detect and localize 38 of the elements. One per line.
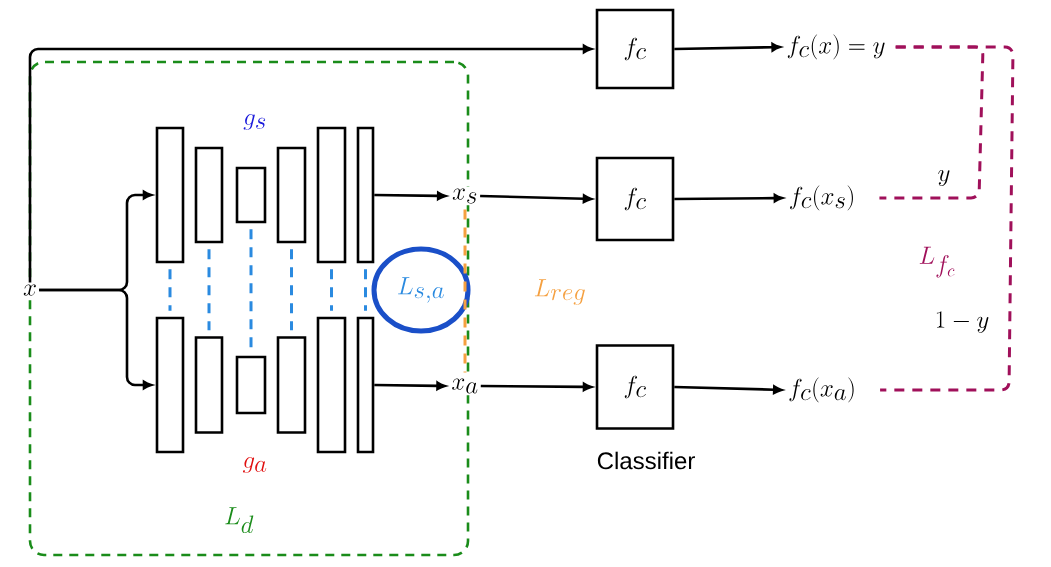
- arrow: [674, 193, 784, 203]
- arrow: [374, 191, 447, 201]
- layer-bar: [155, 316, 185, 454]
- generator-label: $g_a$: [243, 457, 267, 473]
- edge-label: $1 - y$: [932, 309, 992, 335]
- layer-bar: [194, 336, 224, 434]
- layer-bar: [316, 126, 347, 264]
- math-label: $x$: [21, 282, 39, 298]
- circled-term: $L_{s,a}$: [371, 246, 471, 334]
- math-label: $x_s$: [450, 186, 480, 206]
- edge-label: $y$: [935, 168, 953, 188]
- math-label: $f_c(x) = y$: [784, 32, 888, 62]
- loss-label: $L_{reg}$: [534, 279, 585, 306]
- arrow: [674, 385, 783, 395]
- layer-bar: [194, 146, 224, 244]
- arrow: [480, 194, 593, 204]
- classifier-box: $f_c$: [595, 344, 675, 430]
- layer-bar: [276, 146, 307, 244]
- arrow: [39, 288, 153, 390]
- classifier-box: $f_c$: [595, 156, 675, 242]
- arrow: [374, 381, 446, 391]
- layer-bar: [235, 166, 267, 224]
- math-label: $f_c(x_s)$: [786, 183, 858, 213]
- arrow: [28, 44, 593, 283]
- classifier-box: $f_c$: [595, 8, 675, 90]
- layer-bar: [356, 316, 375, 454]
- node-label: Classifier: [597, 451, 695, 470]
- layer-bar: [276, 336, 307, 434]
- layer-bar: [356, 126, 375, 264]
- layer-bar: [316, 316, 347, 454]
- arrow: [480, 382, 593, 392]
- generator-label: $g_s$: [243, 113, 266, 130]
- loss-label: $L_{f_c}$: [919, 246, 955, 278]
- math-label: $x_a$: [449, 376, 481, 396]
- math-label: $f_c(x_a)$: [786, 375, 858, 405]
- layer-bar: [235, 355, 267, 415]
- layer-bar: [155, 126, 185, 264]
- arrow: [674, 42, 781, 52]
